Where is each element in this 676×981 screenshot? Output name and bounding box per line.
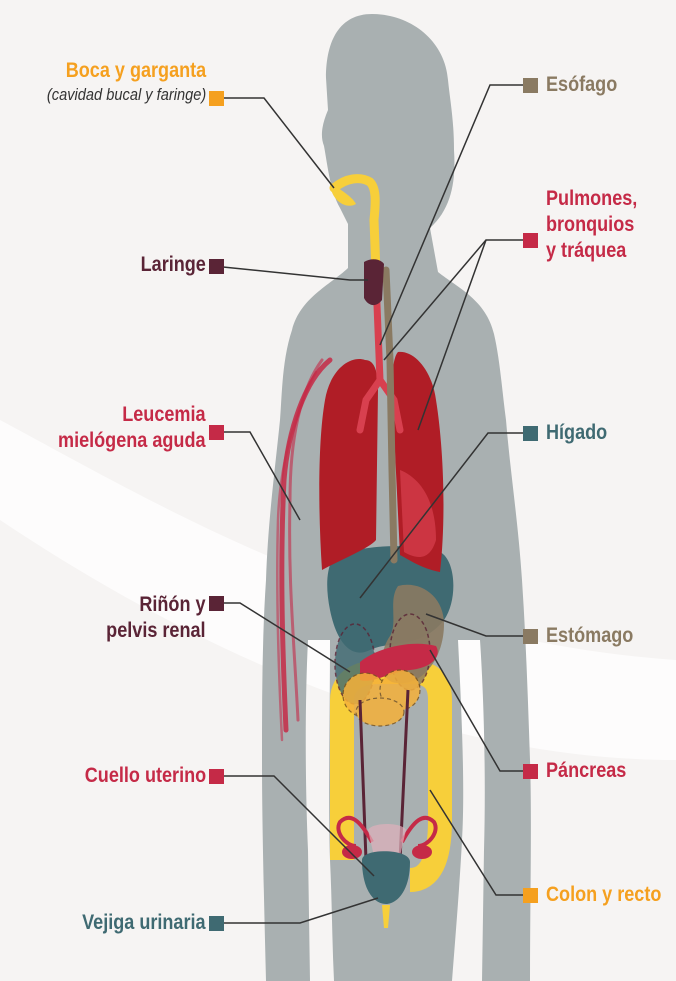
marker-boca bbox=[209, 91, 224, 106]
label-esofago: Esófago bbox=[546, 72, 617, 98]
marker-higado bbox=[523, 426, 538, 441]
label-pancreas: Páncreas bbox=[546, 758, 626, 784]
label-pulmones-line-2: bronquios bbox=[546, 212, 637, 238]
label-boca-title: Boca y garganta bbox=[47, 58, 206, 84]
label-cuello-text: Cuello uterino bbox=[85, 763, 206, 789]
marker-estomago bbox=[523, 629, 538, 644]
label-boca-y-garganta: Boca y garganta (cavidad bucal y faringe… bbox=[47, 58, 206, 106]
label-esofago-text: Esófago bbox=[546, 72, 617, 98]
label-estomago: Estómago bbox=[546, 623, 633, 649]
label-pancreas-text: Páncreas bbox=[546, 758, 626, 784]
label-leucemia-line-1: Leucemia bbox=[58, 402, 206, 428]
marker-cuello bbox=[209, 769, 224, 784]
label-rinon-line-1: Riñón y bbox=[107, 592, 206, 618]
larynx-shape bbox=[364, 259, 384, 305]
marker-esofago bbox=[523, 78, 538, 93]
label-higado: Hígado bbox=[546, 420, 607, 446]
marker-rinon bbox=[209, 596, 224, 611]
label-vejiga-text: Vejiga urinaria bbox=[83, 910, 206, 936]
label-higado-text: Hígado bbox=[546, 420, 607, 446]
label-pulmones: Pulmones, bronquios y tráquea bbox=[546, 186, 637, 264]
label-leucemia: Leucemia mielógena aguda bbox=[58, 402, 206, 454]
label-colon-text: Colon y recto bbox=[546, 882, 661, 908]
marker-pancreas bbox=[523, 764, 538, 779]
label-rinon: Riñón y pelvis renal bbox=[107, 592, 206, 644]
label-laringe: Laringe bbox=[141, 252, 206, 278]
label-pulmones-line-3: y tráquea bbox=[546, 238, 637, 264]
label-colon: Colon y recto bbox=[546, 882, 661, 908]
marker-pulmones bbox=[523, 233, 538, 248]
label-rinon-line-2: pelvis renal bbox=[107, 618, 206, 644]
label-pulmones-line-1: Pulmones, bbox=[546, 186, 637, 212]
label-boca-subtitle: (cavidad bucal y faringe) bbox=[47, 84, 206, 106]
marker-laringe bbox=[209, 259, 224, 274]
label-laringe-text: Laringe bbox=[141, 252, 206, 278]
marker-leucemia bbox=[209, 425, 224, 440]
marker-colon bbox=[523, 888, 538, 903]
label-estomago-text: Estómago bbox=[546, 623, 633, 649]
label-vejiga: Vejiga urinaria bbox=[83, 910, 206, 936]
label-cuello-uterino: Cuello uterino bbox=[85, 763, 206, 789]
marker-vejiga bbox=[209, 916, 224, 931]
label-leucemia-line-2: mielógena aguda bbox=[58, 428, 206, 454]
